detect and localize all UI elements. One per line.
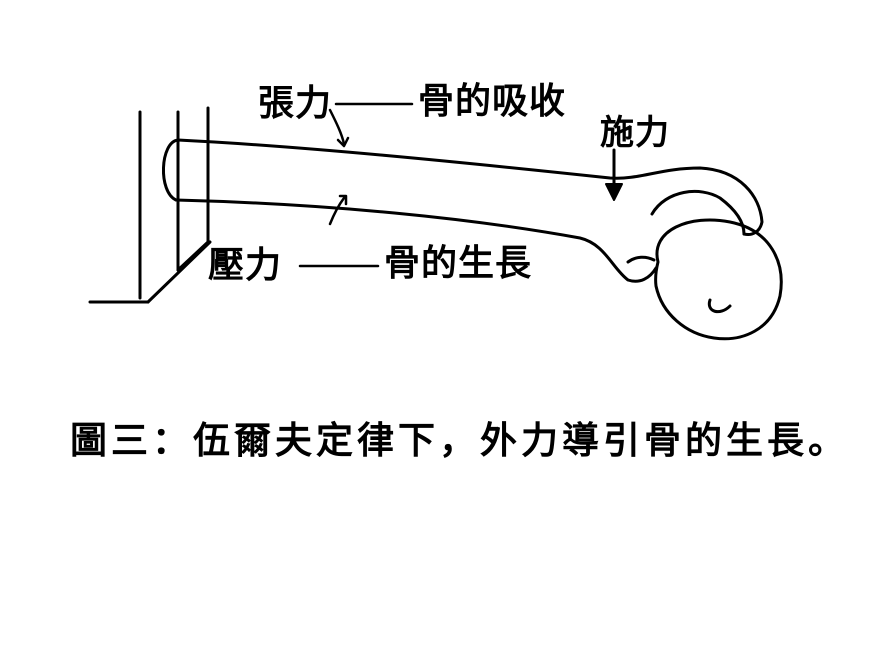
compression-effect-label: 骨的生長	[384, 243, 533, 284]
annotation-arrows	[328, 108, 623, 226]
wall-support	[88, 106, 212, 304]
figure-caption: 圖三：伍爾夫定律下，外力導引骨的生長。	[70, 419, 849, 462]
tension-effect-label: 骨的吸收	[418, 81, 567, 122]
bone-outline	[162, 138, 783, 341]
label-dashes	[298, 102, 414, 268]
compression-label: 壓力	[208, 245, 283, 286]
tension-label: 張力	[258, 83, 333, 124]
applied-force-label: 施力	[600, 113, 670, 153]
